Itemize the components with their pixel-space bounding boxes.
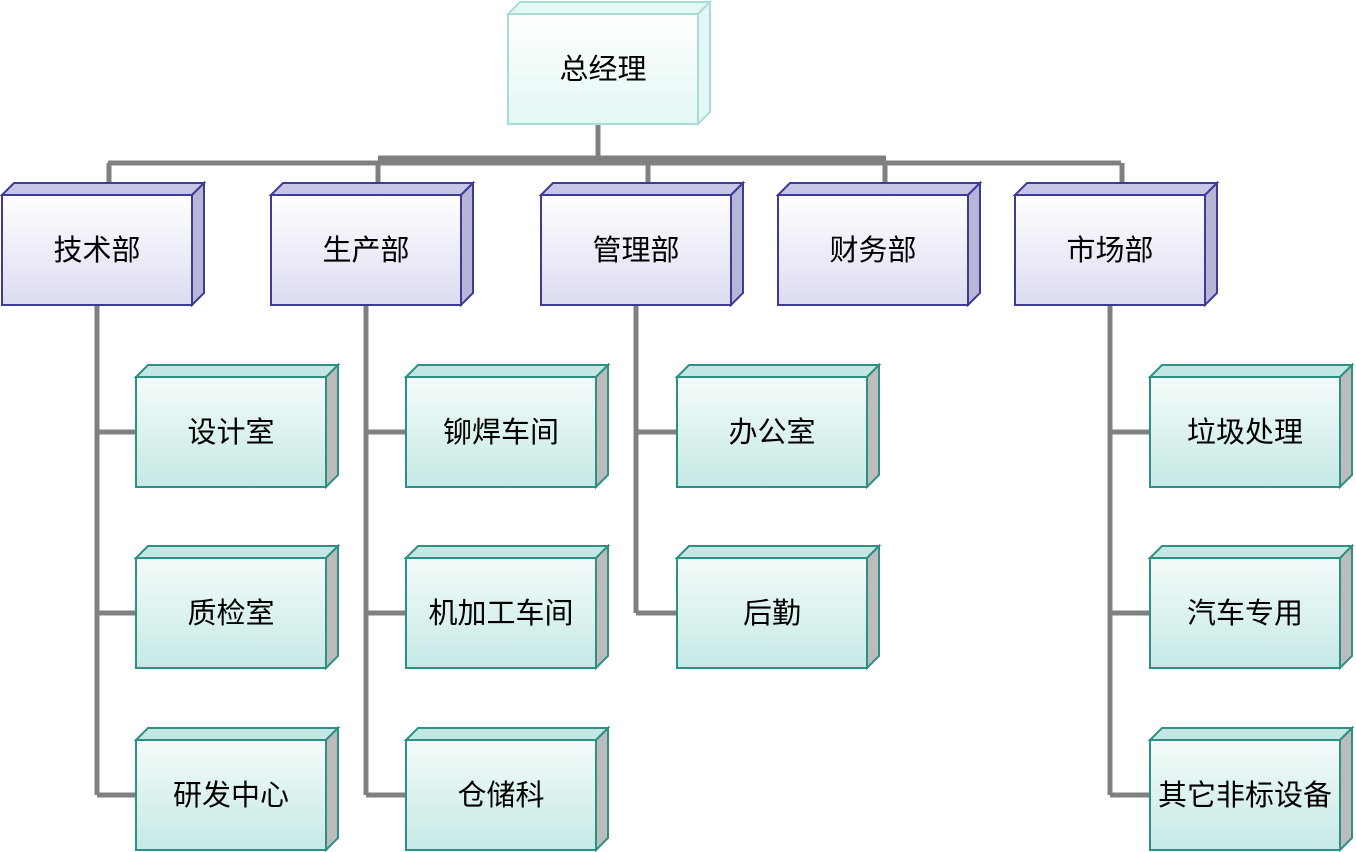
sub-node-1-1: 机加工车间: [403, 543, 611, 671]
sub-node-2-1-label: 后勤: [743, 596, 801, 630]
dept-node-4-side-face: [1204, 180, 1218, 308]
dept-node-3-side-face: [967, 180, 981, 308]
dept-node-2: 管理部: [538, 180, 746, 308]
root-node-side-face: [697, 0, 711, 127]
sub-node-0-2-label: 研发中心: [173, 778, 289, 812]
sub-node-0-0-top-face: [133, 364, 341, 378]
sub-node-0-2-front-face: [135, 739, 327, 851]
dept-node-3-front-face: [777, 194, 969, 306]
sub-node-1-0-front-face: [405, 376, 597, 488]
sub-node-0-0: 设计室: [133, 362, 341, 490]
sub-node-2-1-side-face: [866, 543, 880, 671]
sub-node-1-0: 铆焊车间: [403, 362, 611, 490]
sub-node-1-0-top-face: [403, 364, 611, 378]
sub-node-0-1-label: 质检室: [187, 596, 274, 630]
sub-node-1-2-top-face: [403, 727, 611, 741]
dept-node-1-label: 生产部: [322, 233, 409, 267]
sub-node-2-1-front-face: [676, 557, 868, 669]
dept-node-1-side-face: [460, 180, 474, 308]
dept-node-0-top-face: [0, 182, 207, 196]
sub-node-4-2-side-face: [1339, 725, 1353, 852]
sub-node-1-1-top-face: [403, 545, 611, 559]
sub-node-4-0-front-face: [1149, 376, 1341, 488]
sub-node-4-1-front-face: [1149, 557, 1341, 669]
dept-node-0-label: 技术部: [53, 233, 140, 267]
root-node: 总经理: [505, 0, 713, 127]
sub-node-2-0: 办公室: [674, 362, 882, 490]
root-node-label: 总经理: [559, 52, 646, 86]
sub-node-4-1-side-face: [1339, 543, 1353, 671]
sub-node-1-0-label: 铆焊车间: [443, 415, 559, 449]
sub-node-0-1-top-face: [133, 545, 341, 559]
connectors: [94, 124, 1150, 798]
dept-node-3-top-face: [775, 182, 983, 196]
sub-node-1-2-side-face: [595, 725, 609, 852]
sub-node-1-1-side-face: [595, 543, 609, 671]
dept-node-3-label: 财务部: [829, 233, 916, 267]
sub-node-4-0-top-face: [1147, 364, 1355, 378]
dept-node-1-front-face: [270, 194, 462, 306]
sub-node-1-0-side-face: [595, 362, 609, 490]
sub-node-4-1: 汽车专用: [1147, 543, 1355, 671]
sub-node-0-1: 质检室: [133, 543, 341, 671]
sub-node-4-2: 其它非标设备: [1147, 725, 1355, 852]
dept-node-2-front-face: [540, 194, 732, 306]
dept-node-4-label: 市场部: [1066, 233, 1153, 267]
sub-node-4-0-side-face: [1339, 362, 1353, 490]
dept-node-4: 市场部: [1012, 180, 1220, 308]
sub-node-1-2-label: 仓储科: [457, 778, 544, 812]
sub-node-2-1-top-face: [674, 545, 882, 559]
dept-node-1-top-face: [268, 182, 476, 196]
sub-node-2-0-front-face: [676, 376, 868, 488]
dept-node-0-side-face: [191, 180, 205, 308]
dept-node-1: 生产部: [268, 180, 476, 308]
dept-node-4-front-face: [1014, 194, 1206, 306]
sub-node-0-0-side-face: [325, 362, 339, 490]
sub-node-0-0-label: 设计室: [187, 415, 274, 449]
sub-node-4-2-front-face: [1149, 739, 1341, 851]
sub-node-0-1-front-face: [135, 557, 327, 669]
dept-node-2-side-face: [730, 180, 744, 308]
sub-node-0-2: 研发中心: [133, 725, 341, 852]
sub-node-4-0-label: 垃圾处理: [1187, 415, 1303, 449]
dept-node-3: 财务部: [775, 180, 983, 308]
dept-node-0: 技术部: [0, 180, 207, 308]
root-node-front-face: [507, 13, 699, 125]
sub-node-2-0-side-face: [866, 362, 880, 490]
sub-node-4-2-label: 其它非标设备: [1158, 778, 1332, 812]
sub-node-1-1-front-face: [405, 557, 597, 669]
sub-node-0-2-side-face: [325, 725, 339, 852]
sub-node-2-1: 后勤: [674, 543, 882, 671]
sub-node-1-2: 仓储科: [403, 725, 611, 852]
dept-node-2-label: 管理部: [592, 233, 679, 267]
sub-node-4-1-top-face: [1147, 545, 1355, 559]
sub-node-1-1-label: 机加工车间: [428, 596, 573, 630]
sub-node-2-0-top-face: [674, 364, 882, 378]
sub-node-0-0-front-face: [135, 376, 327, 488]
root-node-top-face: [505, 1, 713, 15]
sub-node-4-1-label: 汽车专用: [1187, 596, 1303, 630]
sub-node-4-0: 垃圾处理: [1147, 362, 1355, 490]
dept-node-0-front-face: [1, 194, 193, 306]
sub-node-0-1-side-face: [325, 543, 339, 671]
sub-node-2-0-label: 办公室: [728, 415, 815, 449]
sub-node-0-2-top-face: [133, 727, 341, 741]
dept-node-4-top-face: [1012, 182, 1220, 196]
sub-node-4-2-top-face: [1147, 727, 1355, 741]
sub-node-1-2-front-face: [405, 739, 597, 851]
dept-node-2-top-face: [538, 182, 746, 196]
